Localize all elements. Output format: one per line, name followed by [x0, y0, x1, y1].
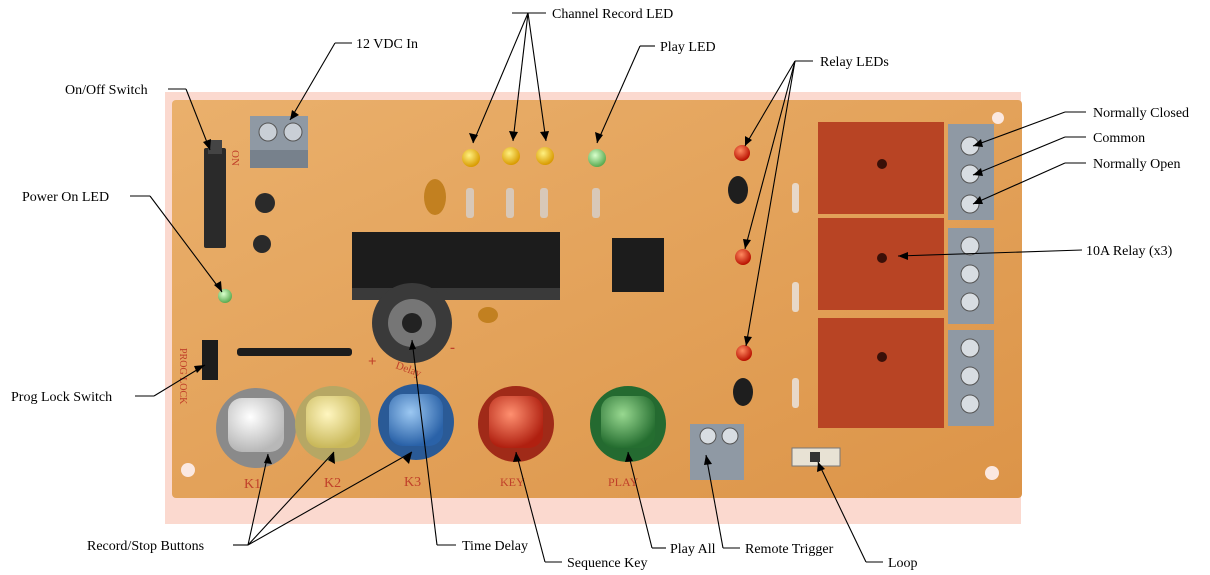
pcb-board	[172, 100, 1022, 498]
dc-terminal-base	[250, 150, 308, 168]
label-normally-closed: Normally Closed	[1093, 106, 1189, 121]
relay-led	[734, 145, 750, 161]
resistor	[540, 188, 548, 218]
play-marking: PLAY	[608, 475, 639, 489]
relay	[818, 218, 944, 310]
leader-lines	[130, 12, 1086, 563]
mounting-hole	[181, 463, 195, 477]
play-all-button-cap	[601, 396, 655, 448]
terminal-screw	[721, 427, 739, 445]
label-on-off-switch: On/Off Switch	[65, 83, 148, 98]
on-marking: ON	[229, 150, 241, 166]
k1-marking: K1	[244, 477, 261, 492]
resistor	[592, 188, 600, 218]
label-record-stop-buttons: Record/Stop Buttons	[87, 539, 204, 554]
relay-center	[877, 159, 887, 169]
loop-switch-slider	[810, 452, 820, 462]
power-on-led	[218, 289, 232, 303]
label-time-delay: Time Delay	[462, 539, 528, 554]
label-normally-open: Normally Open	[1093, 157, 1180, 172]
channel-record-led	[536, 147, 554, 165]
record-stop-button-yellow-cap	[306, 396, 360, 448]
relay	[818, 318, 944, 428]
channel-record-led	[462, 149, 480, 167]
capacitor	[255, 193, 275, 213]
key-marking: KEY	[500, 475, 525, 489]
terminal-screw	[258, 122, 278, 142]
label-12-vdc-in: 12 VDC In	[356, 37, 418, 52]
on-off-switch-lever	[208, 140, 222, 154]
label-prog-lock-switch: Prog Lock Switch	[11, 390, 112, 405]
minus-marking: -	[450, 340, 455, 356]
label-play-all: Play All	[670, 542, 716, 557]
relay-led	[736, 345, 752, 361]
relay-terminal-screws	[960, 136, 980, 414]
relay-center	[877, 253, 887, 263]
mounting-hole	[985, 466, 999, 480]
arrowheads	[194, 110, 983, 472]
relay-led	[735, 249, 751, 265]
label-common: Common	[1093, 131, 1145, 146]
label-play-led: Play LED	[660, 40, 716, 55]
resistor	[466, 188, 474, 218]
eeprom-chip	[612, 238, 664, 292]
prog-lock-switch	[202, 340, 218, 380]
terminal-screw	[283, 122, 303, 142]
prog-lock-marking: PROG LOCK	[177, 348, 188, 405]
k2-marking: K2	[324, 476, 341, 491]
diode	[792, 378, 799, 408]
label-loop: Loop	[888, 556, 918, 571]
k3-marking: K3	[404, 475, 421, 490]
mounting-hole	[992, 112, 1004, 124]
transistor	[728, 176, 748, 204]
potentiometer-center	[402, 313, 422, 333]
label-sequence-key: Sequence Key	[567, 556, 647, 571]
on-off-switch	[204, 148, 226, 248]
sequence-key-button-cap	[489, 396, 543, 448]
diode	[792, 183, 799, 213]
label-channel-record-led: Channel Record LED	[552, 7, 673, 22]
capacitor	[253, 235, 271, 253]
label-power-on-led: Power On LED	[22, 190, 109, 205]
resistor-strip	[237, 348, 352, 356]
small-capacitor	[478, 307, 498, 323]
label-relay-leds: Relay LEDs	[820, 55, 889, 70]
label-10a-relay: 10A Relay (x3)	[1086, 244, 1173, 259]
plus-marking: +	[368, 354, 377, 370]
diode	[792, 282, 799, 312]
record-stop-button-white-cap	[228, 398, 284, 452]
label-remote-trigger: Remote Trigger	[745, 542, 834, 557]
relay-center	[877, 352, 887, 362]
transistor	[733, 378, 753, 406]
terminal-screw	[699, 427, 717, 445]
channel-record-led	[502, 147, 520, 165]
play-led	[588, 149, 606, 167]
tantalum-capacitor	[424, 179, 446, 215]
record-stop-button-blue-cap	[389, 394, 443, 446]
microcontroller-chip	[352, 232, 560, 288]
resistor	[506, 188, 514, 218]
